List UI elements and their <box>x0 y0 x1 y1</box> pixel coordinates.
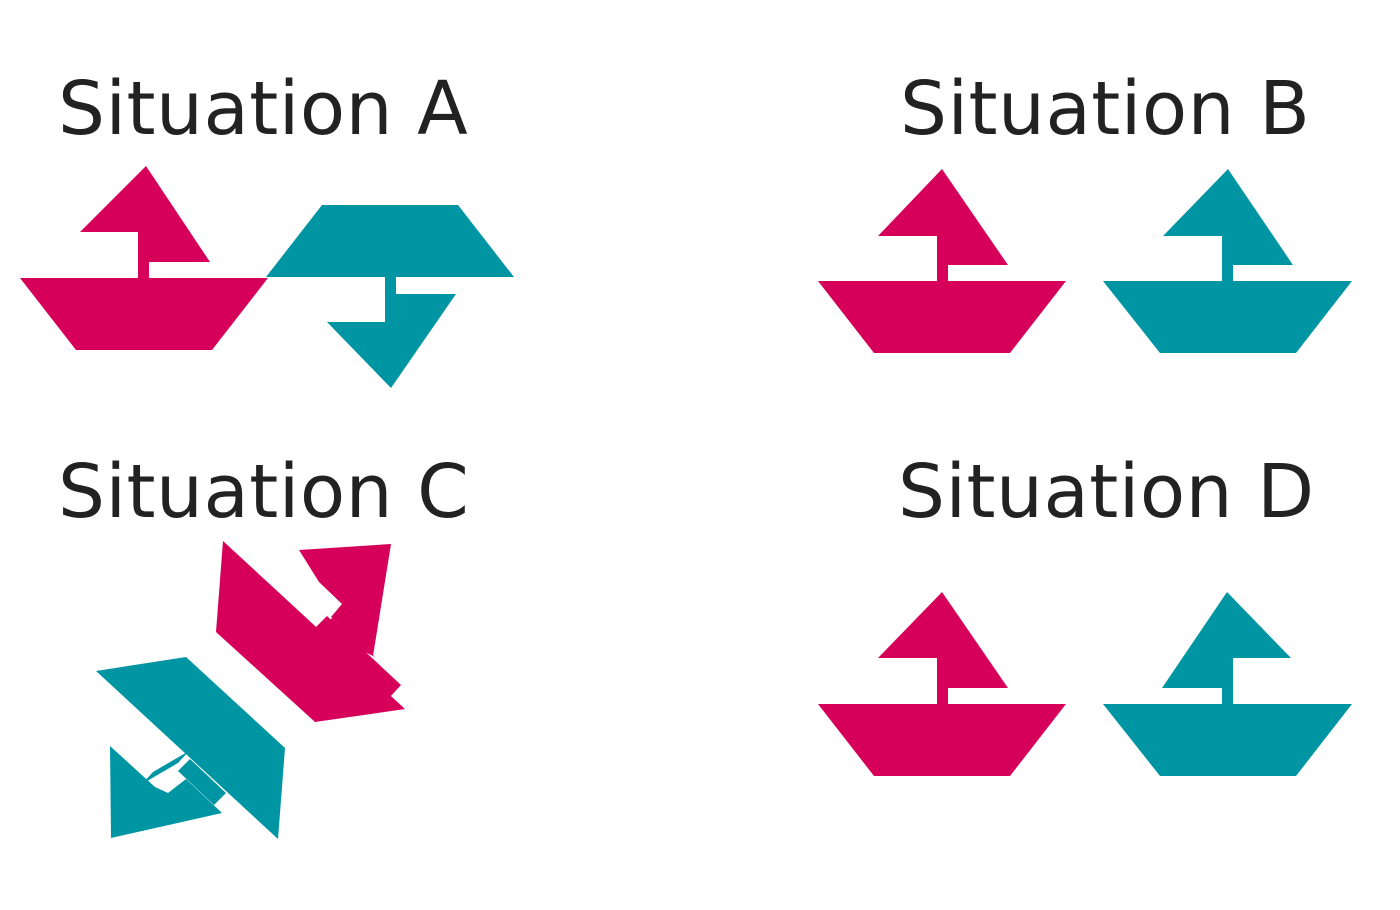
situation-b-teal-boat-icon <box>1103 169 1352 353</box>
situation-c-teal-boat-icon <box>96 657 285 839</box>
situation-b-label: Situation B <box>900 66 1311 152</box>
situation-d-magenta-boat-icon <box>818 592 1066 776</box>
situation-c-magenta-boat-icon <box>216 541 405 722</box>
situation-a-teal-boat-icon <box>266 205 514 388</box>
situation-a-magenta-boat-icon <box>20 166 268 350</box>
situation-d-label: Situation D <box>898 449 1315 535</box>
situation-a-label: Situation A <box>58 66 469 152</box>
situation-c-label: Situation C <box>58 449 470 535</box>
situation-d-teal-boat-icon <box>1103 592 1352 776</box>
situation-b-magenta-boat-icon <box>818 169 1066 353</box>
